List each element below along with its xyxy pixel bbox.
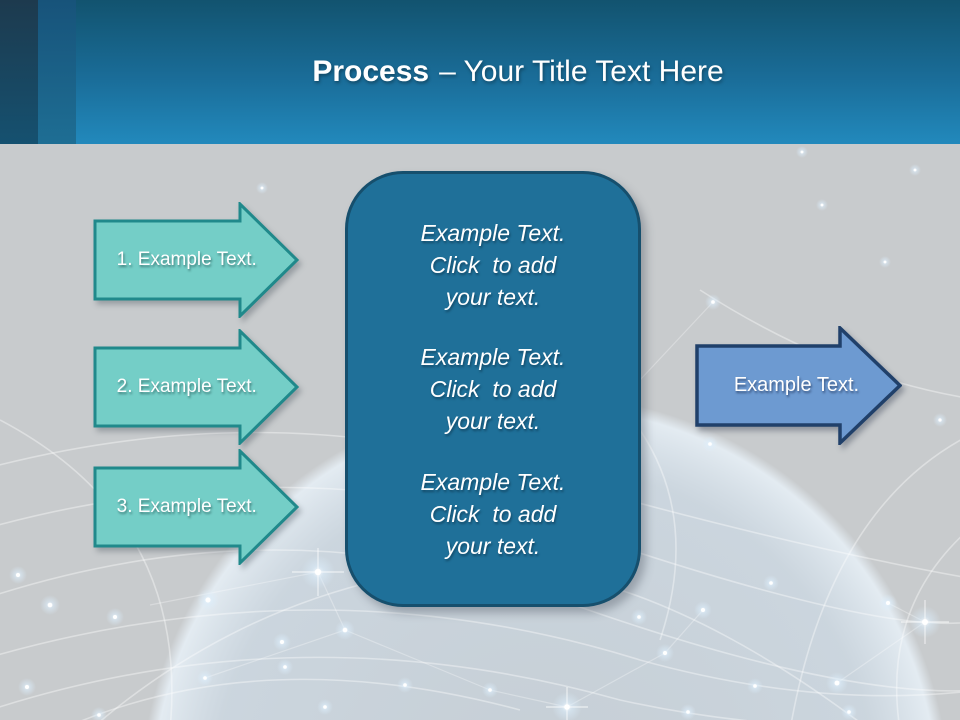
- content-panel[interactable]: Example Text. Click to add your text. Ex…: [345, 171, 641, 607]
- title-subtitle: – Your Title Text Here: [439, 55, 724, 88]
- text-line: your text.: [445, 532, 541, 559]
- flare-stars: [292, 548, 949, 720]
- result-arrow[interactable]: Example Text.: [695, 326, 902, 445]
- text-placeholder-3[interactable]: Example Text. Click to add your text.: [360, 466, 626, 562]
- arrow-shape: [695, 326, 902, 445]
- process-step-arrow-1[interactable]: 1. Example Text.: [93, 202, 299, 318]
- arrow-shape: [93, 449, 299, 565]
- text-line: your text.: [445, 283, 541, 310]
- header-bar: Process – Your Title Text Here: [0, 0, 960, 144]
- arrow-shape: [93, 202, 299, 318]
- arrow-label: Example Text.: [733, 374, 860, 396]
- network-node-dots: [9, 146, 949, 720]
- page-title[interactable]: Process – Your Title Text Here: [76, 0, 960, 144]
- text-line: Click to add: [429, 500, 557, 527]
- process-step-arrow-3[interactable]: 3. Example Text.: [93, 449, 299, 565]
- text-line: Example Text.: [420, 219, 566, 246]
- text-placeholder-1[interactable]: Example Text. Click to add your text.: [360, 217, 626, 313]
- arrow-label: 1. Example Text.: [116, 249, 257, 270]
- process-step-arrow-2[interactable]: 2. Example Text.: [93, 329, 299, 445]
- sidebar-stripe-light: [38, 0, 76, 144]
- text-line: Example Text.: [420, 468, 566, 495]
- arrow-label: 2. Example Text.: [116, 376, 257, 397]
- text-line: Click to add: [429, 251, 557, 278]
- text-line: Click to add: [429, 376, 557, 402]
- text-placeholder-2[interactable]: Example Text. Click to add your text.: [360, 341, 626, 437]
- text-line: Example Text.: [420, 344, 566, 370]
- arrow-label: 3. Example Text.: [116, 496, 257, 517]
- text-line: your text.: [445, 408, 541, 434]
- title-keyword: Process: [312, 55, 430, 88]
- sidebar-stripe-dark: [0, 0, 38, 144]
- arrow-shape: [93, 329, 299, 445]
